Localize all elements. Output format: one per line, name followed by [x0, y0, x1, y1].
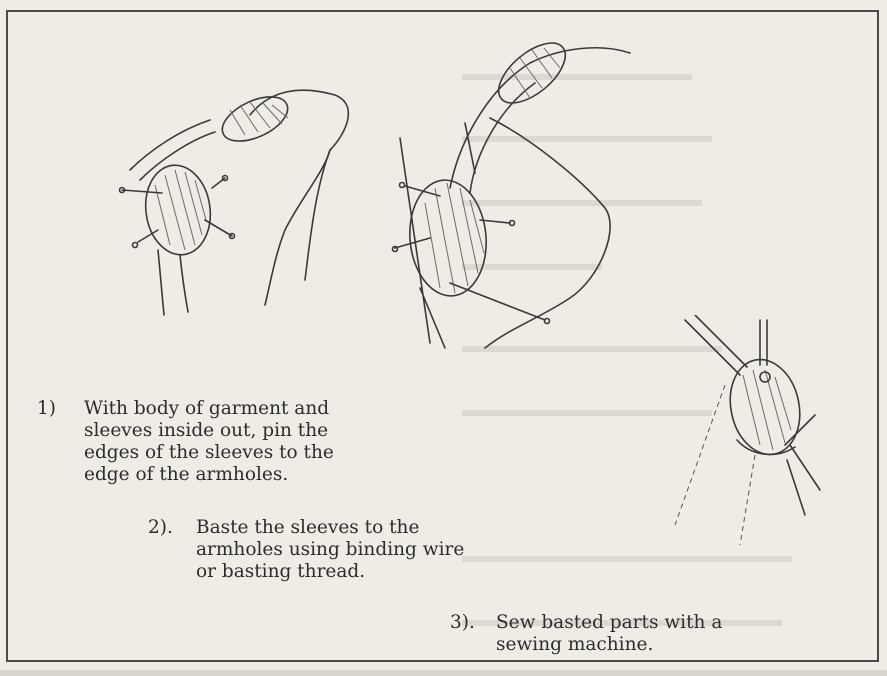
step-text-line: edges of the sleeves to the — [84, 442, 334, 464]
step-text-line: Baste the sleeves to the — [196, 517, 464, 539]
step-number: 1) — [37, 398, 56, 420]
step-3: 3). Sew basted parts with a sewing machi… — [450, 612, 870, 662]
step-number: 2). — [148, 517, 173, 539]
basting-sleeve-illustration — [390, 28, 640, 358]
step-text-line: Sew basted parts with a — [496, 612, 722, 634]
step-text-line: With body of garment and — [84, 398, 334, 420]
step-number: 3). — [450, 612, 475, 634]
step-text-line: sleeves inside out, pin the — [84, 420, 334, 442]
step-text-line: edge of the armholes. — [84, 464, 334, 486]
step-2: 2). Baste the sleeves to the armholes us… — [148, 517, 578, 592]
step-text-line: armholes using binding wire — [196, 539, 464, 561]
step-text-line: or basting thread. — [196, 561, 464, 583]
sewing-sleeve-illustration — [665, 315, 845, 555]
pinning-sleeve-illustration — [100, 80, 360, 320]
step-1: 1) With body of garment and sleeves insi… — [37, 398, 457, 498]
step-text-line: sewing machine. — [496, 634, 722, 656]
